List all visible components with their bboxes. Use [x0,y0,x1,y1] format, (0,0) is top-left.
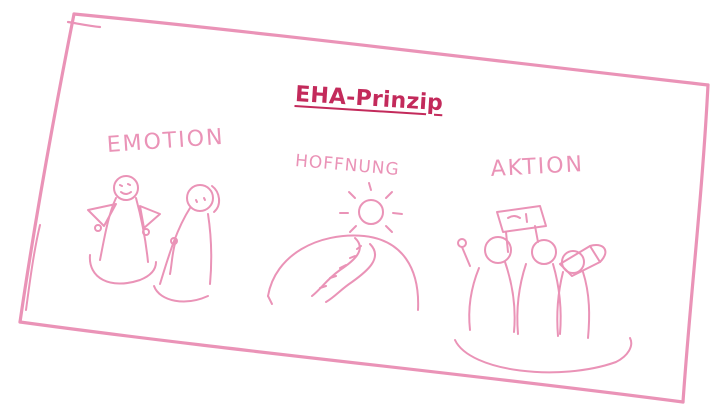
label-action: AKTION [490,152,585,182]
card-border [20,14,708,402]
emotion-figures-icon [88,176,219,301]
action-group-icon [455,206,631,372]
hope-sunrise-icon [268,183,418,310]
